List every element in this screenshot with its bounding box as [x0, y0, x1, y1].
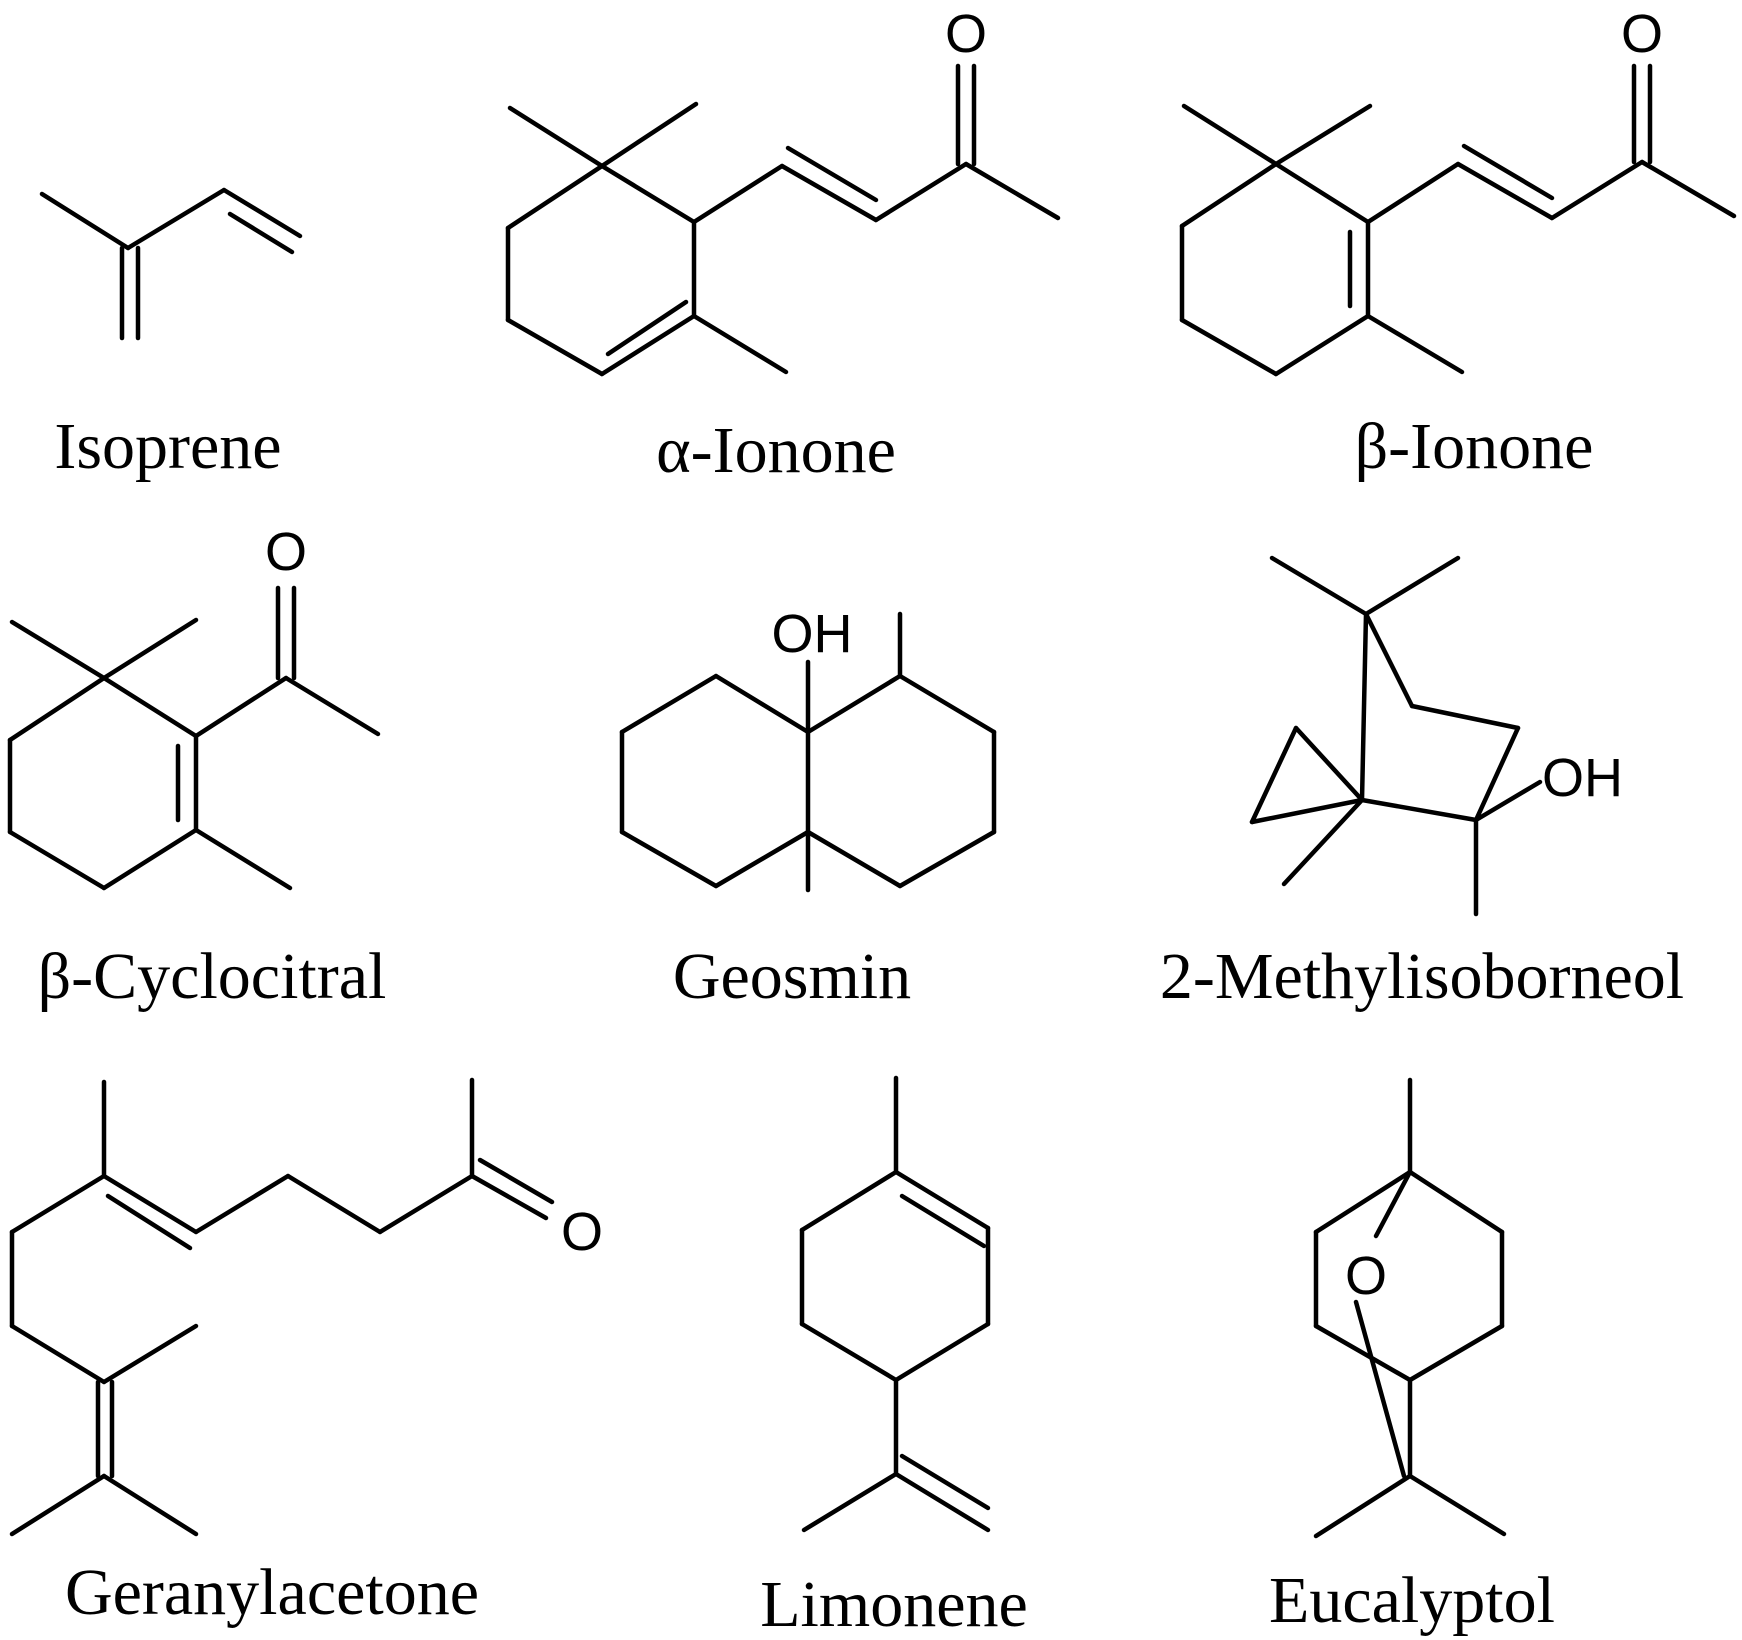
- molecule-isoprene: Isoprene: [39, 187, 303, 483]
- beta-cyclocitral-bonds: [7, 585, 381, 891]
- limonene-bonds: [799, 1075, 991, 1533]
- isoprene-bonds: [39, 187, 303, 341]
- alpha-ionone-oxygen: O: [945, 4, 987, 64]
- methylisoborneol-label: 2-Methylisoborneol: [1160, 940, 1684, 1013]
- molecule-geranylacetone: O Geranylacetone: [9, 1077, 603, 1629]
- geosmin-bonds: [619, 611, 997, 893]
- methylisoborneol-bonds: [1249, 555, 1543, 917]
- geranylacetone-label: Geranylacetone: [65, 1556, 479, 1629]
- isoprene-label: Isoprene: [54, 410, 281, 483]
- beta-ionone-label: β-Ionone: [1355, 410, 1594, 483]
- geosmin-hydroxyl: OH: [772, 604, 853, 664]
- alpha-ionone-bonds: [505, 63, 1061, 377]
- molecule-beta-cyclocitral: O β-Cyclocitral: [7, 522, 387, 1013]
- methylisoborneol-hydroxyl: OH: [1542, 748, 1623, 808]
- beta-cyclocitral-label: β-Cyclocitral: [38, 940, 387, 1013]
- molecule-limonene: Limonene: [760, 1075, 1028, 1640]
- geranylacetone-bonds: [9, 1077, 555, 1537]
- beta-ionone-oxygen: O: [1621, 4, 1663, 64]
- geranylacetone-oxygen: O: [561, 1202, 603, 1262]
- limonene-label: Limonene: [760, 1568, 1028, 1640]
- molecule-alpha-ionone: O α-Ionone: [505, 4, 1061, 487]
- geosmin-label: Geosmin: [673, 940, 911, 1013]
- alpha-ionone-label: α-Ionone: [656, 414, 896, 487]
- molecule-methylisoborneol: OH 2-Methylisoborneol: [1160, 555, 1684, 1013]
- eucalyptol-label: Eucalyptol: [1269, 1564, 1555, 1637]
- molecule-beta-ionone: O β-Ionone: [1179, 4, 1737, 483]
- molecule-eucalyptol: O Eucalyptol: [1269, 1077, 1555, 1637]
- beta-ionone-bonds: [1179, 63, 1737, 377]
- beta-cyclocitral-oxygen: O: [265, 522, 307, 582]
- molecule-geosmin: OH Geosmin: [619, 604, 997, 1013]
- eucalyptol-bonds: [1313, 1077, 1507, 1539]
- eucalyptol-oxygen: O: [1345, 1246, 1387, 1306]
